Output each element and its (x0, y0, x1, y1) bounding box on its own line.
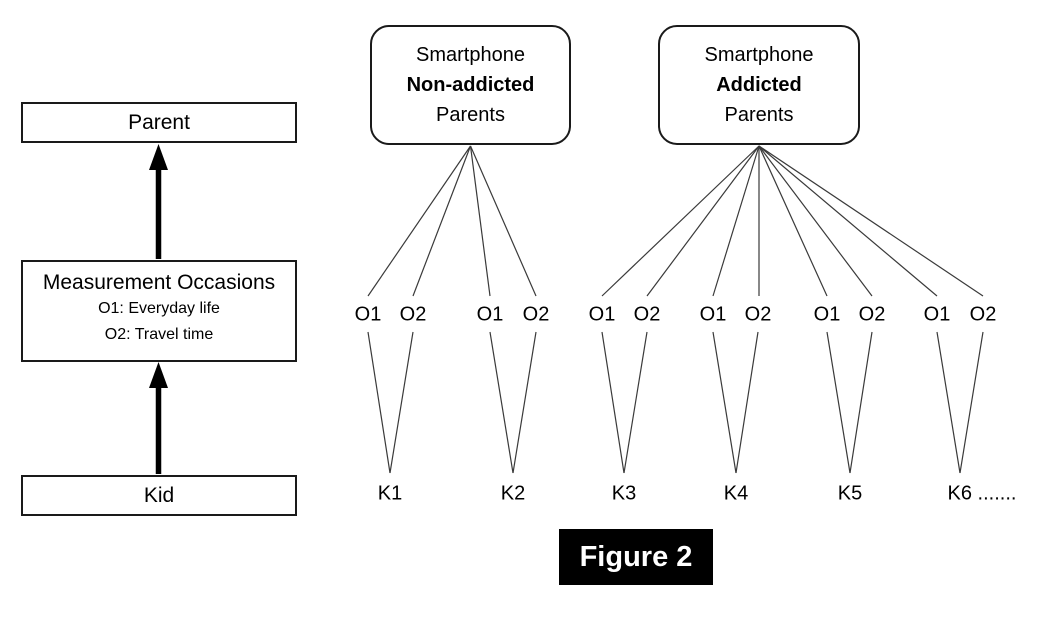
occasion-label-k1-o2: O2 (399, 303, 427, 326)
occasion-label-k4-o2: O2 (744, 303, 772, 326)
hierarchy-arrow-kid-to-measurement (149, 362, 168, 474)
parent-label: Parent (128, 110, 190, 134)
kid-label-k5: K5 (837, 482, 863, 505)
occasion-label-k5-o2: O2 (858, 303, 886, 326)
occasion-label-k3-o1: O1 (588, 303, 616, 326)
addicted-fan-lines (601, 145, 984, 297)
kid-box: Kid (21, 475, 297, 516)
kid-label-k1: K1 (377, 482, 403, 505)
occasion-label-k2-o1: O1 (476, 303, 504, 326)
figure-caption-text: Figure 2 (579, 540, 693, 573)
group-line-1: Smartphone (704, 44, 814, 66)
group-line-2: Non-addicted (406, 74, 535, 96)
occasion-label-k6-o2: O2 (969, 303, 997, 326)
occasion-label-k2-o2: O2 (522, 303, 550, 326)
kid-label: Kid (143, 483, 175, 507)
group-box-non-addicted: Smartphone Non-addicted Parents (370, 25, 571, 145)
measurement-item-o2: O2: Travel time (104, 326, 214, 343)
parent-box: Parent (21, 102, 297, 143)
kid-label-k3: K3 (611, 482, 637, 505)
group-line-3: Parents (724, 104, 794, 126)
occasion-label-k3-o2: O2 (633, 303, 661, 326)
hierarchy-arrow-measurement-to-parent (149, 144, 168, 259)
group-line-1: Smartphone (416, 44, 525, 66)
group-box-addicted: Smartphone Addicted Parents (658, 25, 860, 145)
kid-label-k4: K4 (723, 482, 749, 505)
group-line-3: Parents (436, 104, 505, 126)
measurement-item-o1: O1: Everyday life (98, 300, 220, 317)
occasion-label-k5-o1: O1 (813, 303, 841, 326)
measurement-occasions-box: Measurement Occasions O1: Everyday life … (21, 260, 297, 362)
measurement-title: Measurement Occasions (42, 271, 276, 294)
occasion-label-k4-o1: O1 (699, 303, 727, 326)
occasion-kid-links (367, 331, 984, 474)
non-addicted-fan-lines (367, 145, 537, 297)
kid-label-k6: K6 ....... (947, 482, 1017, 505)
occasion-label-k1-o1: O1 (354, 303, 382, 326)
figure-caption: Figure 2 (559, 529, 713, 585)
kid-label-k2: K2 (500, 482, 526, 505)
group-line-2: Addicted (716, 74, 802, 96)
occasion-label-k6-o1: O1 (923, 303, 951, 326)
